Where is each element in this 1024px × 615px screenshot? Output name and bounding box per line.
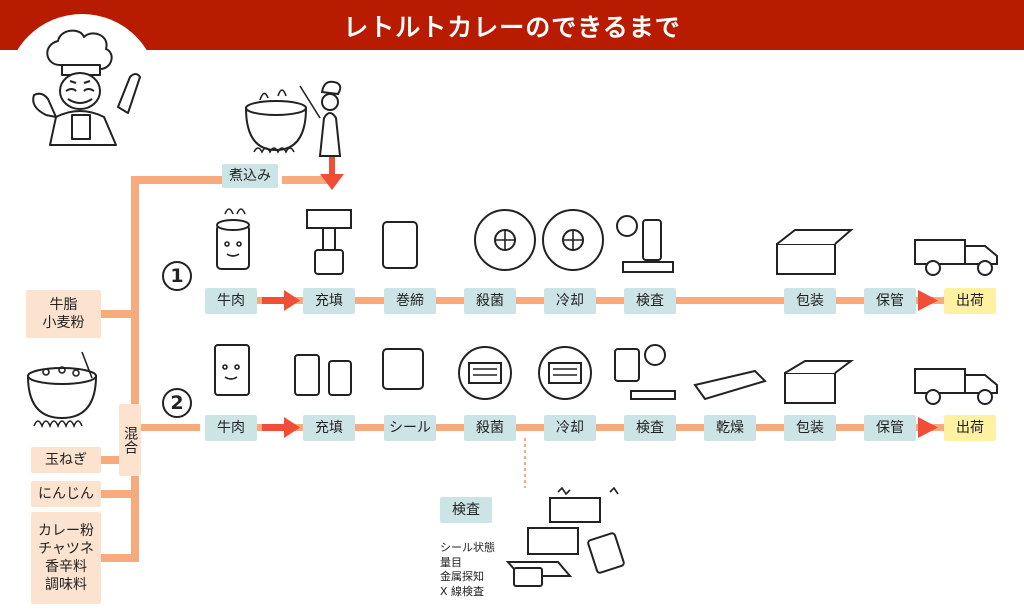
simmer-link-line [131, 176, 223, 184]
line1-step-beef: 牛肉 [205, 288, 257, 314]
ingredient-spice-4: 調味料 [45, 577, 87, 594]
inspection-item: 量目 [440, 555, 462, 569]
ingredient-tallow: 牛脂 [49, 296, 78, 313]
line1-step-store: 保管 [864, 288, 916, 314]
line2-step-inspect: 検査 [624, 415, 676, 441]
ingredient-onion: 玉ねぎ [31, 447, 101, 473]
line2-ship-arrow [918, 417, 938, 438]
line2-number: 2 [162, 388, 192, 418]
line1-step-seam: 巻締 [384, 288, 436, 314]
chef-illustration [32, 29, 141, 146]
spices-link-line [100, 554, 135, 562]
line2-illustrations [214, 344, 998, 405]
line2-step-dry: 乾燥 [704, 415, 756, 441]
inspection-box: 検査 [440, 497, 492, 523]
mix-box: 混合 [119, 404, 141, 476]
simmer-box: 煮込み [222, 164, 278, 188]
main-trunk-line [131, 176, 139, 562]
ingredient-onion-label: 玉ねぎ [45, 451, 87, 468]
carrot-link-line [100, 490, 135, 498]
onion-link-line [100, 456, 135, 464]
line1-step-package: 包装 [784, 288, 836, 314]
simmer-to-fill-line [282, 176, 332, 184]
ingredient-spice-2: チャツネ [38, 540, 94, 557]
line1-step-cool: 冷却 [544, 288, 596, 314]
inspection-item: シール状態 [440, 541, 495, 554]
line1-ship-arrow [918, 290, 938, 311]
line2-start-arrow [262, 417, 300, 438]
line2-step-fill: 充填 [303, 415, 355, 441]
inspection-item: X 線検査 [440, 584, 485, 598]
line1-start-arrow [262, 290, 300, 311]
line2-step-ship: 出荷 [944, 415, 996, 441]
inspection-list: シール状態 量目 金属探知 X 線検査 [440, 541, 495, 599]
mix-label: 混合 [122, 426, 139, 454]
ingredient-flour: 小麦粉 [42, 315, 85, 331]
line2-step-beef: 牛肉 [205, 415, 257, 441]
inspection-item: 金属探知 [440, 570, 484, 584]
ingredient-spice-1: カレー粉 [38, 522, 94, 539]
line1-illustrations [216, 208, 998, 276]
line1-step-ship: 出荷 [944, 288, 996, 314]
tallow-link-line [100, 310, 135, 318]
ingredient-carrot-label: にんじん [38, 485, 94, 502]
line1-number: 1 [162, 261, 192, 291]
pot-illustration [26, 351, 98, 429]
line2-step-store: 保管 [864, 415, 916, 441]
line2-step-sterilize: 殺菌 [464, 415, 516, 441]
line1-step-sterilize: 殺菌 [464, 288, 516, 314]
simmer-down-arrow [320, 150, 344, 190]
line2-branch [135, 424, 200, 431]
page-title: レトルトカレーのできるまで [343, 13, 681, 42]
line2-step-cool: 冷却 [544, 415, 596, 441]
header-bar [0, 0, 1024, 50]
line2-step-package: 包装 [784, 415, 836, 441]
ingredient-spices: カレー粉 チャツネ 香辛料 調味料 [31, 512, 101, 604]
ingredient-spice-3: 香辛料 [45, 559, 87, 575]
cook-stirring-illustration [244, 80, 342, 157]
ingredient-tallow-flour: 牛脂 小麦粉 [26, 290, 101, 338]
inspection-illustration [505, 486, 625, 587]
ingredient-carrot: にんじん [31, 481, 101, 507]
inspection-dashed-line [524, 438, 526, 488]
line1-step-fill: 充填 [303, 288, 355, 314]
line1-step-inspect: 検査 [624, 288, 676, 314]
line2-step-seal: シール [384, 415, 436, 441]
